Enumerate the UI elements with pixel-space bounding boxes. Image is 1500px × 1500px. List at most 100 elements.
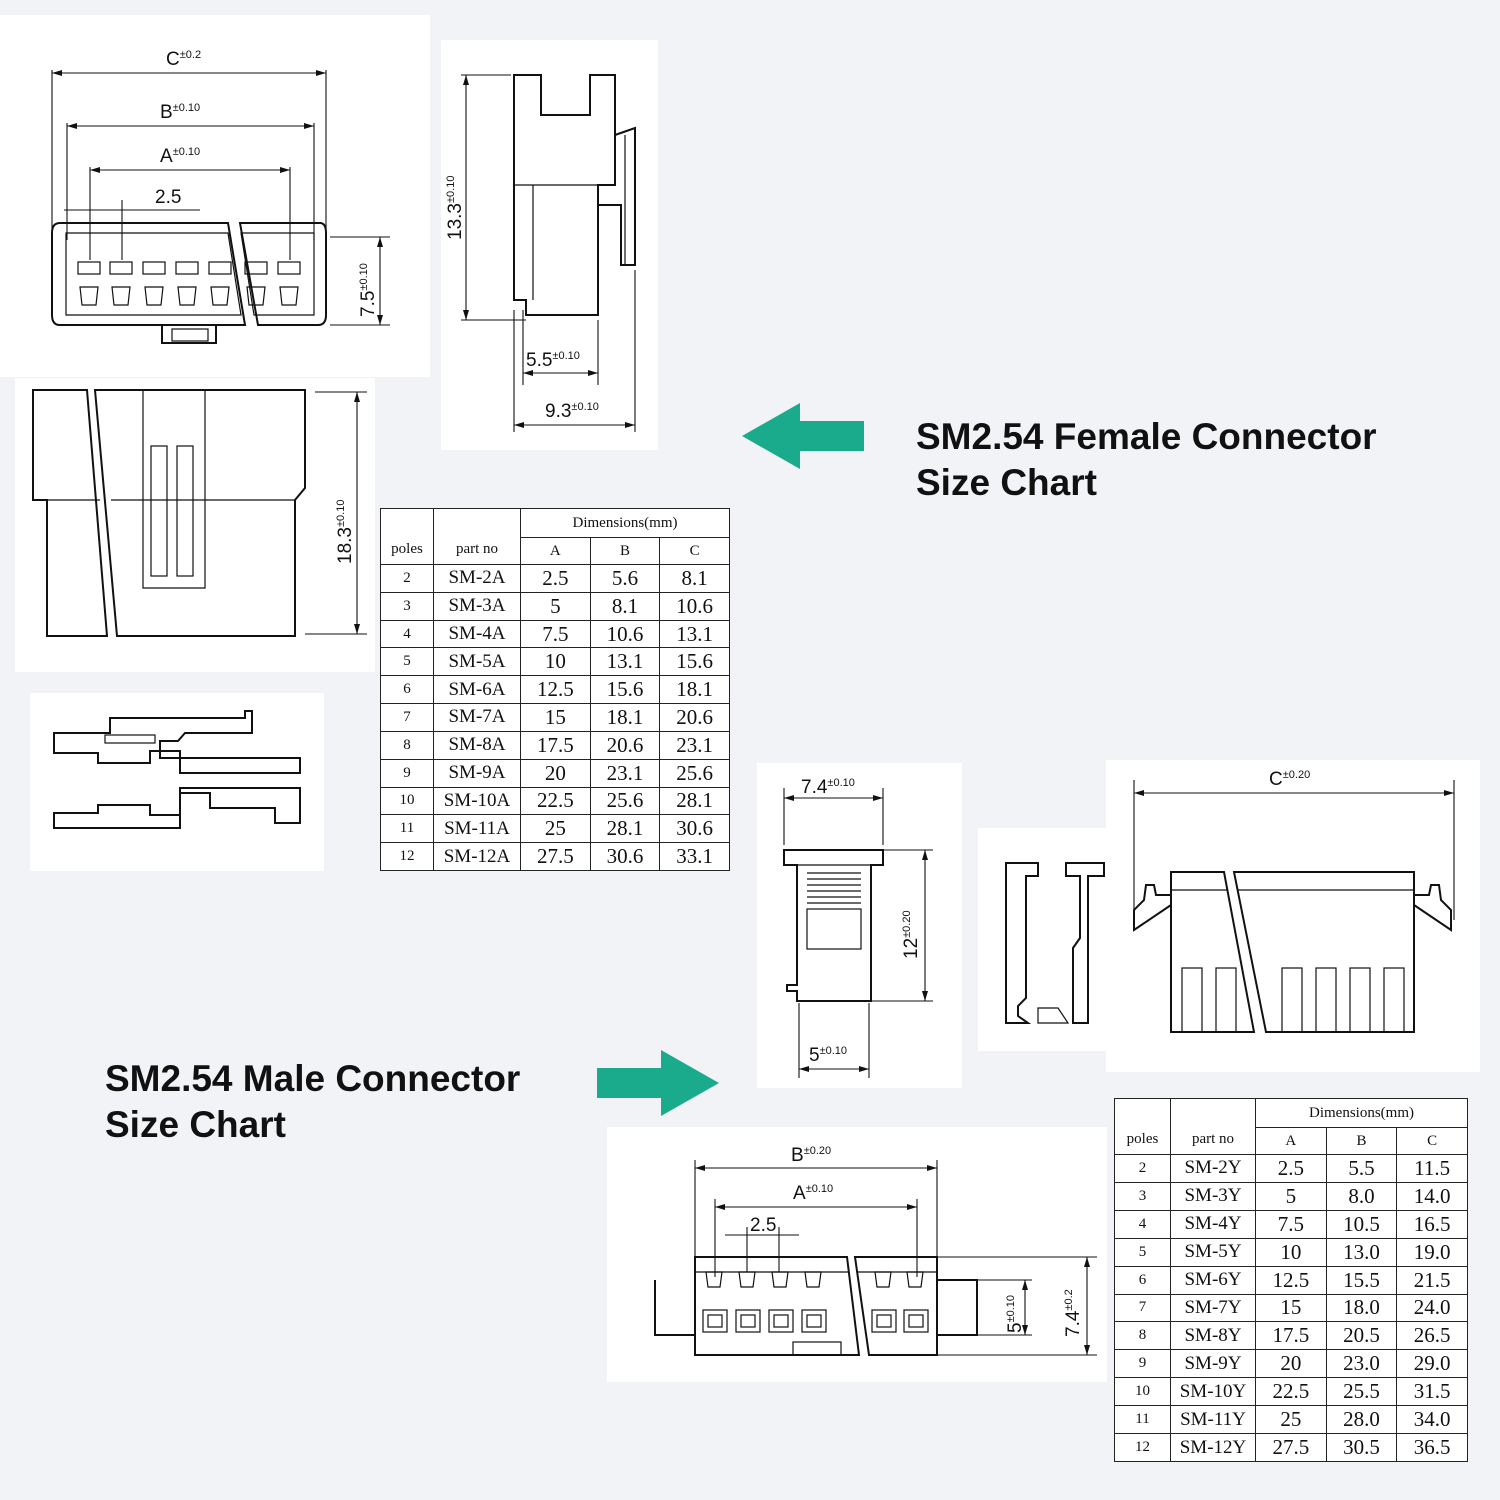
- a-cell: 2.5: [520, 564, 591, 593]
- part-cell: SM-2Y: [1170, 1154, 1256, 1183]
- poles-cell: 5: [380, 647, 434, 677]
- dim-label: B: [791, 1145, 804, 1166]
- c-cell: 19.0: [1396, 1237, 1468, 1267]
- a-cell: 27.5: [520, 842, 591, 871]
- col-a-header: A: [520, 537, 591, 565]
- b-cell: 13.1: [589, 647, 661, 677]
- svg-text:A±0.10: A±0.10: [160, 146, 200, 167]
- b-cell: 30.5: [1325, 1433, 1398, 1462]
- poles-cell: 5: [1114, 1237, 1171, 1267]
- tolerance-label: ±0.20: [1283, 769, 1310, 781]
- poles-cell: 2: [380, 564, 434, 593]
- left-arrow-icon: [742, 403, 864, 469]
- c-cell: 25.6: [659, 758, 730, 788]
- b-cell: 25.6: [589, 786, 661, 816]
- svg-text:B±0.10: B±0.10: [160, 102, 200, 123]
- col-c-header: C: [1396, 1127, 1468, 1155]
- dim-label: 5: [1005, 1322, 1026, 1333]
- b-cell: 28.1: [589, 814, 661, 844]
- poles-cell: 9: [380, 758, 434, 788]
- b-cell: 25.5: [1325, 1377, 1398, 1407]
- poles-cell: 7: [380, 703, 434, 732]
- part-cell: SM-6Y: [1170, 1265, 1256, 1295]
- part-header: part no: [1170, 1098, 1256, 1155]
- a-cell: 12.5: [520, 675, 591, 705]
- poles-cell: 7: [1114, 1293, 1171, 1323]
- svg-text:12±0.20: 12±0.20: [901, 910, 922, 959]
- a-cell: 20: [1255, 1349, 1327, 1379]
- male-top-drawing: C±0.20: [1133, 769, 1455, 1033]
- female-section-view: [30, 693, 324, 871]
- dim-label: A: [160, 146, 173, 167]
- c-cell: 26.5: [1396, 1321, 1468, 1351]
- part-cell: SM-5A: [433, 647, 521, 677]
- female-side-drawing: 13.3±0.10 5.5±0.10 9.3±0.10: [445, 74, 636, 432]
- a-cell: 5: [520, 591, 591, 621]
- a-cell: 12.5: [1255, 1265, 1327, 1295]
- tolerance-label: ±0.10: [552, 350, 579, 362]
- part-cell: SM-8A: [433, 730, 521, 760]
- part-cell: SM-3Y: [1170, 1181, 1256, 1211]
- svg-text:B±0.20: B±0.20: [791, 1145, 831, 1166]
- c-cell: 10.6: [659, 591, 730, 621]
- dim-label: 7.4: [1063, 1310, 1084, 1337]
- tolerance-label: ±0.10: [820, 1045, 847, 1057]
- poles-cell: 11: [1114, 1405, 1171, 1435]
- table-header-row: A B C: [381, 537, 730, 565]
- tolerance-label: ±0.10: [571, 401, 598, 413]
- b-cell: 13.0: [1325, 1237, 1398, 1267]
- contact-slots: [702, 1271, 929, 1333]
- poles-cell: 3: [380, 591, 434, 621]
- a-cell: 27.5: [1255, 1433, 1327, 1462]
- female-section-drawing: [53, 710, 301, 829]
- svg-text:A±0.10: A±0.10: [793, 1183, 833, 1204]
- dim-label: 5.5: [526, 350, 552, 371]
- dim-label: 9.3: [545, 401, 571, 422]
- part-cell: SM-12Y: [1170, 1433, 1256, 1462]
- part-cell: SM-9Y: [1170, 1349, 1256, 1379]
- part-cell: SM-4Y: [1170, 1209, 1256, 1239]
- poles-cell: 4: [1114, 1209, 1171, 1239]
- svg-text:5±0.10: 5±0.10: [809, 1045, 847, 1066]
- dim-label: 7.5: [358, 291, 379, 317]
- tolerance-label: ±0.10: [806, 1183, 833, 1195]
- part-cell: SM-10Y: [1170, 1377, 1256, 1407]
- dim-label: A: [793, 1183, 806, 1204]
- c-cell: 28.1: [659, 786, 730, 816]
- part-cell: SM-5Y: [1170, 1237, 1256, 1267]
- part-cell: SM-4A: [433, 619, 521, 649]
- male-section-view: [978, 828, 1108, 1051]
- svg-text:7.4±0.10: 7.4±0.10: [801, 777, 855, 798]
- arrow-shape: [597, 1050, 719, 1116]
- tolerance-label: ±0.20: [901, 910, 913, 937]
- contact-slots: [77, 261, 301, 306]
- c-cell: 20.6: [659, 703, 730, 732]
- b-cell: 8.1: [589, 591, 661, 621]
- b-cell: 20.6: [589, 730, 661, 760]
- c-cell: 31.5: [1396, 1377, 1468, 1407]
- female-title-line1: SM2.54 Female Connector: [916, 416, 1377, 457]
- male-side-view: 7.4±0.10 12±0.20 5±0.10: [757, 763, 962, 1088]
- b-cell: 15.5: [1325, 1265, 1398, 1295]
- tolerance-label: ±0.10: [335, 500, 347, 527]
- a-cell: 10: [1255, 1237, 1327, 1267]
- c-cell: 23.1: [659, 730, 730, 760]
- part-cell: SM-12A: [433, 842, 521, 871]
- part-cell: SM-9A: [433, 758, 521, 788]
- svg-text:5±0.10: 5±0.10: [1005, 1295, 1026, 1333]
- b-cell: 23.1: [589, 758, 661, 788]
- c-cell: 24.0: [1396, 1293, 1468, 1323]
- poles-cell: 2: [1114, 1154, 1171, 1183]
- poles-cell: 10: [1114, 1377, 1171, 1407]
